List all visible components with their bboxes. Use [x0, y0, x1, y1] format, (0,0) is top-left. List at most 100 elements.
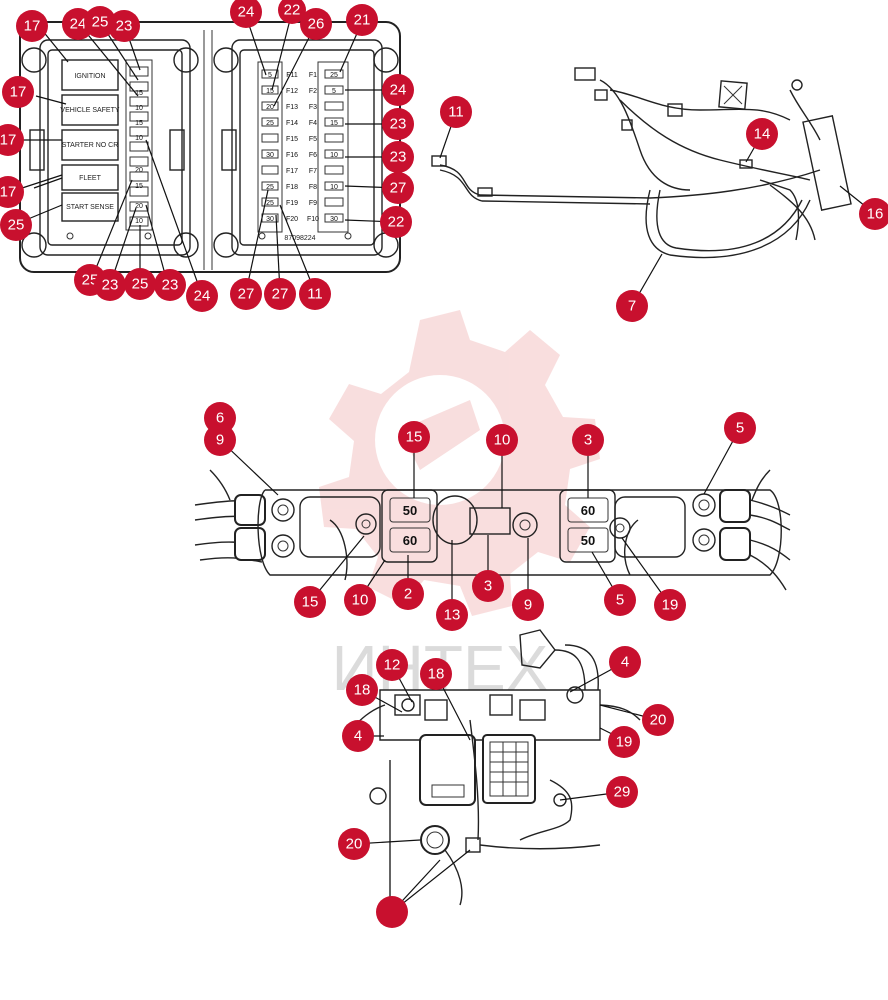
callout-badge[interactable]: 24 [382, 74, 414, 106]
callout-badge[interactable]: 29 [606, 776, 638, 808]
callout-badge[interactable]: 6 [204, 402, 236, 434]
slot-label: F15 [286, 136, 298, 143]
callout-label: 12 [384, 657, 401, 674]
slot-label: F17 [286, 168, 298, 175]
callout-badge[interactable]: 3 [572, 424, 604, 456]
fuse-rating: 10 [135, 135, 143, 142]
callout-badge[interactable]: 5 [724, 412, 756, 444]
callout-label: 20 [346, 836, 363, 853]
callout-label: 19 [616, 734, 633, 751]
callout-badge[interactable]: 7 [616, 290, 648, 322]
callout-badge[interactable]: 17 [2, 76, 34, 108]
callout-label: 6 [216, 410, 224, 427]
callout-badge[interactable]: 18 [420, 658, 452, 690]
callout-badge[interactable]: 15 [398, 421, 430, 453]
callout-badge[interactable]: 24 [186, 280, 218, 312]
slot-label: F14 [286, 120, 298, 127]
fuse-rating: 30 [266, 152, 274, 159]
callout-badge[interactable]: 10 [344, 584, 376, 616]
switch-label-ignition: IGNITION [74, 73, 105, 80]
callout-label: 14 [754, 126, 771, 143]
callout-badge[interactable]: 27 [382, 172, 414, 204]
slot-label: F16 [286, 152, 298, 159]
callout-badge[interactable]: 19 [608, 726, 640, 758]
callout-badge[interactable]: 12 [376, 649, 408, 681]
callout-label: 5 [616, 592, 624, 609]
callout-badge[interactable]: 17 [0, 124, 24, 156]
callout-badge[interactable]: 5 [604, 584, 636, 616]
callout-badge[interactable]: 17 [8, 182, 25, 199]
callout-badge[interactable]: 27 [230, 278, 262, 310]
callout-badge[interactable]: 15 [294, 586, 326, 618]
callout-badge[interactable]: 26 [300, 8, 332, 40]
callout-label: 5 [736, 420, 744, 437]
fuse-rating: 5 [268, 72, 272, 79]
callout-label: 24 [390, 82, 407, 99]
fuse-rating: 20 [266, 104, 274, 111]
callout-badge[interactable] [376, 896, 408, 928]
fuse-rating: 15 [135, 90, 143, 97]
callout-badge[interactable]: 24 [230, 0, 262, 28]
callout-badge[interactable]: 2 [392, 578, 424, 610]
callout-badge[interactable]: 9 [512, 589, 544, 621]
switch-label-fleet: FLEET [79, 175, 102, 182]
fuse-rating: 30 [266, 216, 274, 223]
callout-badge[interactable]: 21 [346, 4, 378, 36]
callout-badge[interactable]: 22 [380, 206, 412, 238]
callout-label: 27 [390, 180, 407, 197]
callout-badge[interactable]: 25 [0, 209, 32, 241]
callout-label: 16 [867, 206, 884, 223]
callout-badge[interactable]: 25 [84, 6, 116, 38]
callout-badge[interactable]: 20 [642, 704, 674, 736]
callout-badge[interactable]: 23 [154, 269, 186, 301]
callout-badge[interactable]: 23 [382, 108, 414, 140]
callout-badge[interactable]: 23 [94, 269, 126, 301]
callout-label: 23 [116, 18, 133, 35]
callout-badge[interactable]: 17 [16, 10, 48, 42]
callout-badge[interactable]: 25 [124, 268, 156, 300]
callout-label: 9 [216, 432, 224, 449]
slot-label: F1 [309, 72, 317, 79]
callout-label: 23 [102, 277, 119, 294]
callout-label: 3 [584, 432, 592, 449]
callout-label: 17 [24, 18, 41, 35]
callout-label: 4 [621, 654, 629, 671]
callout-badge[interactable]: 13 [436, 599, 468, 631]
fuse-rating: 25 [266, 120, 274, 127]
callout-badge[interactable]: 27 [264, 278, 296, 310]
callout-badge[interactable]: 9 [204, 424, 236, 456]
callout-badge[interactable]: 3 [472, 570, 504, 602]
callout-badge[interactable]: 17 [0, 176, 24, 208]
power-fuse-value: 60 [403, 533, 417, 548]
callout-label: 22 [388, 214, 405, 231]
callout-label: 24 [70, 16, 87, 33]
callout-badge[interactable]: 23 [108, 10, 140, 42]
callout-badge[interactable]: 23 [382, 141, 414, 173]
callout-label: 15 [406, 429, 423, 446]
callout-label: 23 [390, 116, 407, 133]
callout-badge[interactable]: 20 [338, 828, 370, 860]
callout-label: 13 [444, 607, 461, 624]
slot-label: F8 [309, 184, 317, 191]
slot-label: F6 [309, 152, 317, 159]
callout-label: 17 [0, 184, 16, 201]
callout-badge[interactable]: 16 [859, 198, 888, 230]
fuse-rating: 25 [266, 184, 274, 191]
callout-badge[interactable]: 10 [486, 424, 518, 456]
callout-badge[interactable]: 4 [609, 646, 641, 678]
callout-badge[interactable]: 14 [746, 118, 778, 150]
callout-badge[interactable]: 11 [440, 96, 472, 128]
callout-label: 20 [650, 712, 667, 729]
callout-badge[interactable]: 4 [342, 720, 374, 752]
fuse-rating: 10 [135, 105, 143, 112]
callout-badge[interactable]: 22 [278, 0, 306, 24]
callout-badge[interactable]: 11 [299, 278, 331, 310]
slot-label: F20 [286, 216, 298, 223]
slot-label: F3 [309, 104, 317, 111]
power-fuse-value: 50 [581, 533, 595, 548]
callout-badge[interactable]: 19 [654, 589, 686, 621]
callout-badge[interactable]: 18 [346, 674, 378, 706]
fuse-rating: 10 [135, 218, 143, 225]
callout-label: 22 [284, 2, 301, 19]
